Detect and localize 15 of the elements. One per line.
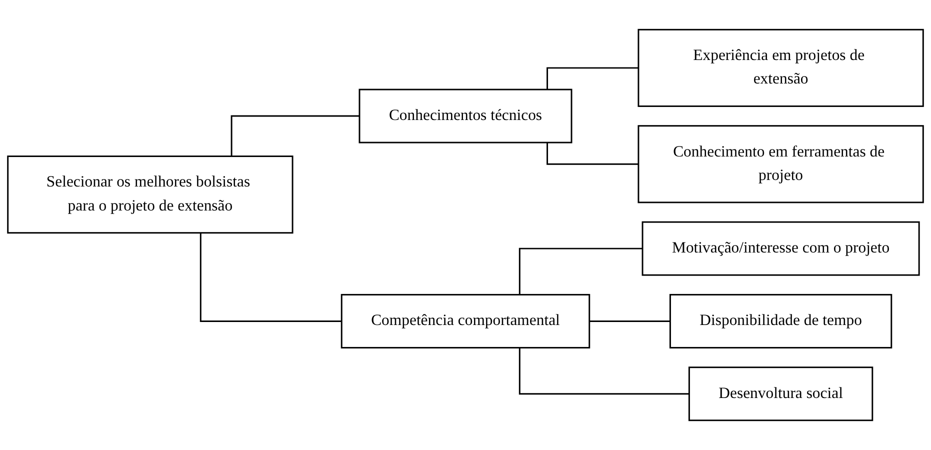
node-box: Desenvoltura social — [688, 366, 874, 422]
connector — [200, 232, 342, 322]
connector — [546, 67, 638, 90]
connector — [588, 320, 670, 322]
node-box: Conhecimento em ferramentas de projeto — [638, 125, 924, 204]
node-box: Disponibilidade de tempo — [669, 294, 892, 348]
connector — [518, 248, 643, 295]
connector — [230, 115, 360, 156]
connector — [546, 142, 638, 165]
node-box: Conhecimentos técnicos — [358, 88, 572, 144]
connector — [518, 348, 690, 395]
node-box: Experiência em projetos de extensão — [638, 28, 924, 107]
node-box: Motivação/interesse com o projeto — [642, 221, 920, 276]
node-box: Competência comportamental — [340, 294, 590, 348]
node-box: Selecionar os melhores bolsistas para o projeto de extensão — [7, 156, 294, 234]
